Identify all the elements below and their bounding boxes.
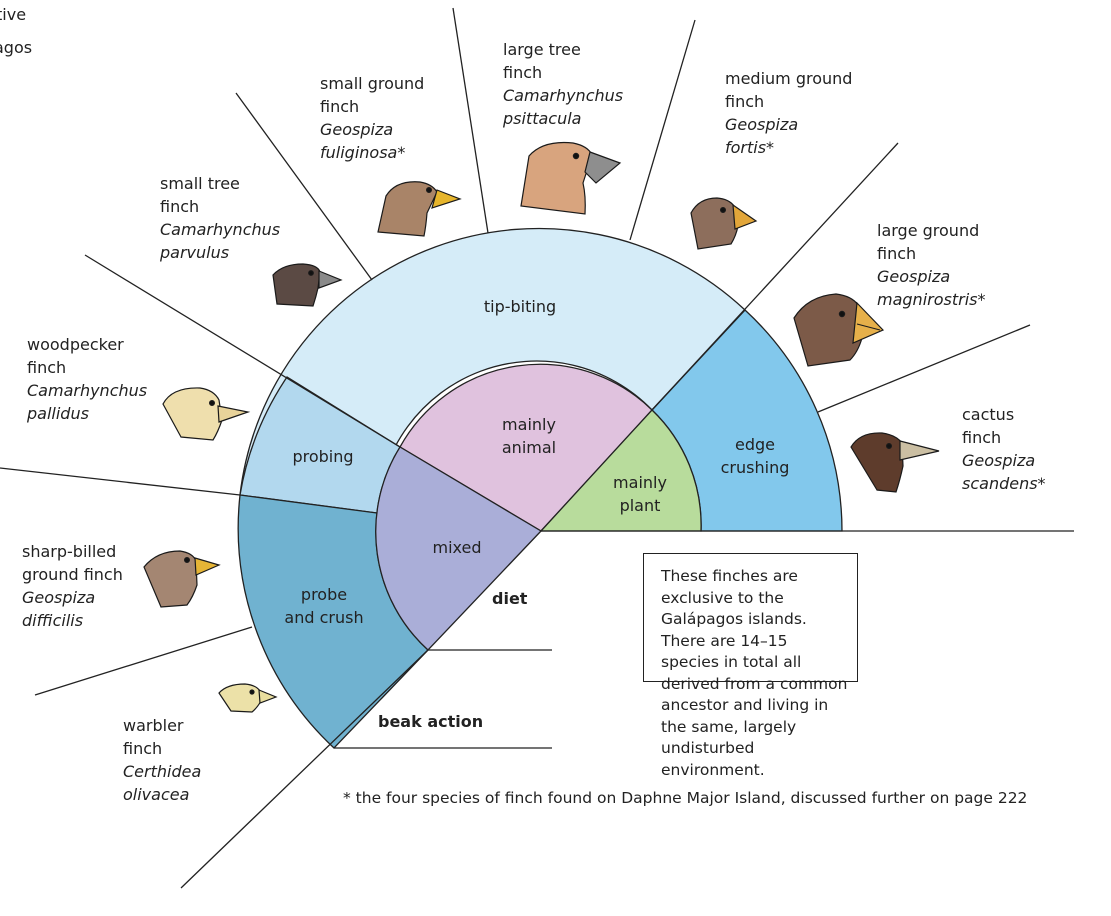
sharp-billed-finch-icon — [144, 551, 219, 607]
cactus-finch-icon — [851, 433, 939, 492]
large-ground-finch-icon — [794, 294, 883, 366]
label-small-ground-finch: small ground finch Geospiza fuliginosa* — [320, 74, 424, 162]
sector-label-tip-biting: tip-biting — [484, 297, 556, 316]
svg-text:large tree: large tree — [503, 40, 581, 59]
sector-label-edge: edge — [735, 435, 775, 454]
divider-line — [630, 20, 695, 240]
svg-text:Geospiza: Geospiza — [877, 267, 950, 286]
svg-text:small tree: small tree — [160, 174, 240, 193]
svg-text:finch: finch — [725, 92, 764, 111]
svg-text:Geospiza: Geospiza — [320, 120, 393, 139]
svg-text:finch: finch — [320, 97, 359, 116]
diet-label-plant: plant — [620, 496, 661, 515]
label-large-tree-finch: large tree finch Camarhynchus psittacula — [502, 40, 623, 128]
sector-label-and-crush: and crush — [284, 608, 363, 627]
svg-text:scandens*: scandens* — [962, 474, 1046, 493]
woodpecker-finch-icon — [163, 388, 248, 440]
svg-text:psittacula: psittacula — [502, 109, 581, 128]
diet-label-animal: animal — [502, 438, 556, 457]
svg-text:Certhidea: Certhidea — [123, 762, 201, 781]
medium-ground-finch-icon — [691, 198, 756, 249]
label-cactus-finch: cactus finch Geospiza scandens* — [962, 405, 1046, 493]
svg-text:large ground: large ground — [877, 221, 979, 240]
label-sharp-billed-finch: sharp-billed ground finch Geospiza diffi… — [22, 542, 123, 630]
svg-text:woodpecker: woodpecker — [27, 335, 124, 354]
diet-label-mixed: mixed — [432, 538, 481, 557]
svg-text:sharp-billed: sharp-billed — [22, 542, 116, 561]
svg-text:pallidus: pallidus — [26, 404, 89, 423]
info-box: These finches are exclusive to the Galáp… — [643, 553, 858, 682]
svg-text:Camarhynchus: Camarhynchus — [503, 86, 623, 105]
footnote: * the four species of finch found on Dap… — [343, 789, 1027, 807]
sector-label-probe: probe — [301, 585, 347, 604]
sector-label-crushing: crushing — [721, 458, 790, 477]
sector-label-probing: probing — [292, 447, 353, 466]
large-tree-finch-icon — [521, 143, 620, 214]
divider-line — [0, 468, 240, 495]
svg-text:finch: finch — [123, 739, 162, 758]
svg-text:small ground: small ground — [320, 74, 424, 93]
svg-text:difficilis: difficilis — [22, 611, 83, 630]
svg-text:finch: finch — [503, 63, 542, 82]
svg-text:ground finch: ground finch — [22, 565, 123, 584]
svg-text:medium ground: medium ground — [725, 69, 852, 88]
svg-text:parvulus: parvulus — [159, 243, 229, 262]
label-woodpecker-finch: woodpecker finch Camarhynchus pallidus — [26, 335, 147, 423]
label-medium-ground-finch: medium ground finch Geospiza fortis* — [725, 69, 852, 157]
svg-text:finch: finch — [962, 428, 1001, 447]
info-box-text: These finches are exclusive to the Galáp… — [661, 566, 849, 781]
svg-text:Geospiza: Geospiza — [725, 115, 798, 134]
svg-text:fortis*: fortis* — [725, 138, 774, 157]
diet-label-mainly-2: mainly — [613, 473, 667, 492]
label-warbler-finch: warbler finch Certhidea olivacea — [123, 716, 201, 804]
axis-label-beak-action: beak action — [378, 712, 483, 731]
title-line-1: tive — [0, 5, 26, 24]
svg-text:finch: finch — [27, 358, 66, 377]
warbler-finch-icon — [219, 684, 276, 712]
svg-text:cactus: cactus — [962, 405, 1014, 424]
svg-text:olivacea: olivacea — [123, 785, 189, 804]
svg-text:finch: finch — [160, 197, 199, 216]
svg-text:Camarhynchus: Camarhynchus — [27, 381, 147, 400]
svg-text:Geospiza: Geospiza — [962, 451, 1035, 470]
diet-label-mainly: mainly — [502, 415, 556, 434]
svg-text:magnirostris*: magnirostris* — [877, 290, 985, 309]
axis-label-diet: diet — [492, 589, 528, 608]
svg-text:Geospiza: Geospiza — [22, 588, 95, 607]
small-tree-finch-icon — [273, 264, 341, 306]
svg-text:finch: finch — [877, 244, 916, 263]
label-large-ground-finch: large ground finch Geospiza magnirostris… — [877, 221, 985, 309]
svg-text:warbler: warbler — [123, 716, 184, 735]
divider-line — [35, 627, 252, 695]
title-line-2: agos — [0, 38, 32, 57]
small-ground-finch-icon — [378, 182, 460, 236]
svg-text:fuliginosa*: fuliginosa* — [320, 143, 405, 162]
svg-text:Camarhynchus: Camarhynchus — [160, 220, 280, 239]
label-small-tree-finch: small tree finch Camarhynchus parvulus — [159, 174, 280, 262]
